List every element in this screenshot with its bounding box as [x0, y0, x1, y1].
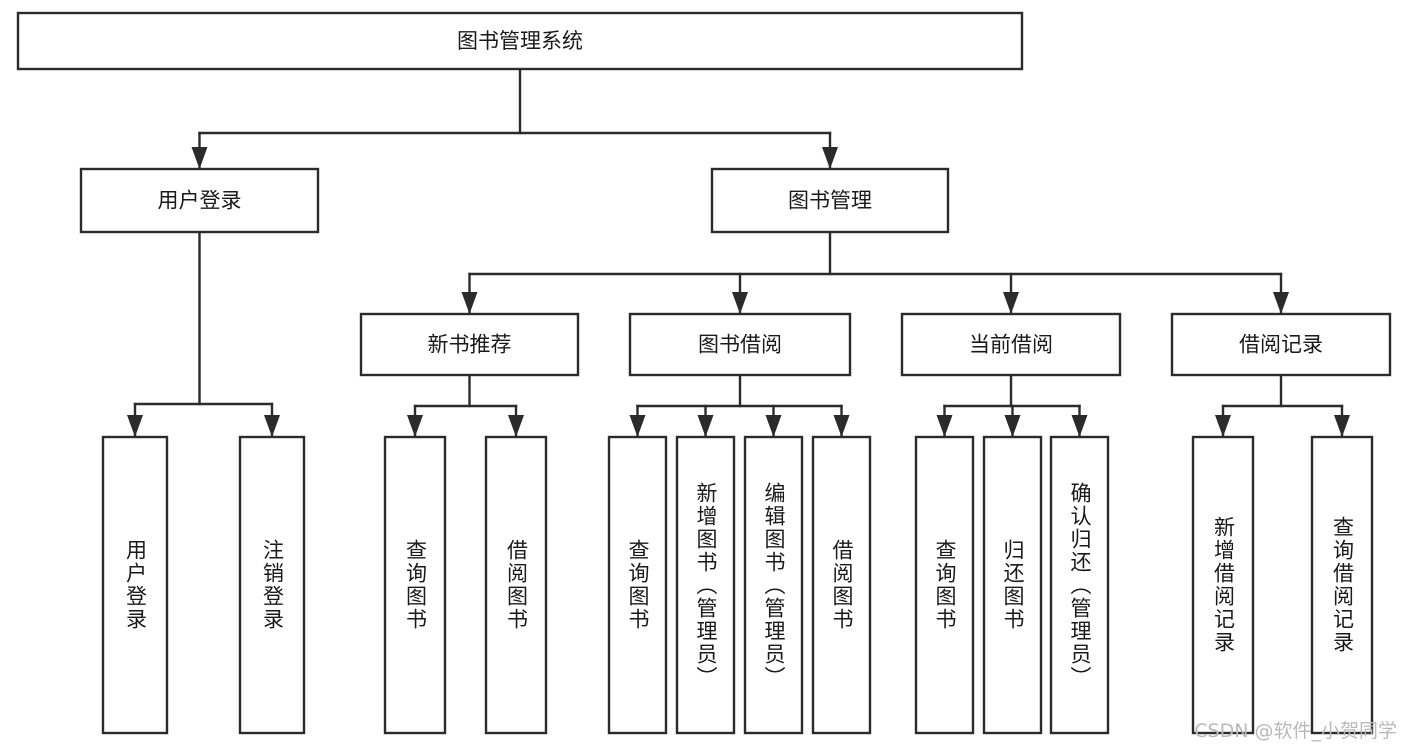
node-box-new-book-recommend[interactable] [359, 312, 580, 377]
arrow-head-leaf-query-book-recommend [407, 415, 423, 437]
arrow-head-leaf-return-book [1004, 415, 1021, 437]
arrow-head-leaf-logout-login [264, 415, 280, 437]
node-label-new-book-recommend: 新书推荐 [428, 333, 512, 357]
leaf-box-leaf-query-book-recommend[interactable] [383, 435, 447, 735]
boxes-layer [16, 11, 1392, 735]
node-label-root: 图书管理系统 [457, 29, 583, 53]
leaf-box-leaf-query-book-borrow[interactable] [607, 435, 668, 735]
arrow-head-current-borrow [1003, 292, 1019, 314]
leaf-box-leaf-user-login[interactable] [101, 435, 169, 735]
arrow-head-book-management [822, 147, 838, 169]
node-label-borrow-records: 借阅记录 [1239, 333, 1323, 357]
leaf-box-leaf-borrow-book[interactable] [811, 435, 872, 735]
node-label-current-borrow: 当前借阅 [969, 333, 1053, 357]
arrow-head-leaf-query-book-current [936, 415, 953, 437]
node-box-borrow-records[interactable] [1170, 312, 1392, 377]
node-box-book-management[interactable] [710, 167, 950, 234]
leaf-box-leaf-query-book-current[interactable] [914, 435, 975, 735]
arrow-head-leaf-borrow-book-recommend [508, 415, 524, 437]
arrow-head-book-borrow [732, 292, 748, 314]
arrow-head-new-book-recommend [461, 292, 478, 314]
leaf-box-leaf-query-borrow-record[interactable] [1310, 435, 1374, 735]
leaf-box-leaf-borrow-book-recommend[interactable] [484, 435, 548, 735]
node-label-user-login: 用户登录 [158, 189, 242, 213]
node-box-current-borrow[interactable] [900, 312, 1122, 377]
node-box-book-borrow[interactable] [628, 312, 852, 377]
leaf-box-leaf-logout-login[interactable] [238, 435, 306, 735]
arrow-head-leaf-confirm-return-admin [1071, 415, 1088, 437]
leaf-box-leaf-edit-book-admin[interactable] [743, 435, 804, 735]
node-box-user-login[interactable] [79, 167, 320, 234]
node-label-book-borrow: 图书借阅 [698, 333, 782, 357]
arrow-head-leaf-query-borrow-record [1334, 415, 1350, 437]
arrow-head-leaf-add-book-admin [697, 415, 714, 437]
leaf-box-leaf-confirm-return-admin[interactable] [1049, 435, 1110, 735]
connectors-layer [127, 67, 1350, 439]
leaf-box-leaf-add-borrow-record[interactable] [1191, 435, 1255, 735]
arrow-head-leaf-edit-book-admin [765, 415, 782, 437]
arrow-head-borrow-records [1273, 292, 1289, 314]
arrow-head-leaf-borrow-book [833, 415, 850, 437]
leaf-box-leaf-return-book[interactable] [982, 435, 1043, 735]
arrow-head-leaf-user-login [127, 415, 143, 437]
watermark-text: CSDN @软件_小贺同学 [1194, 720, 1397, 742]
node-box-root[interactable] [16, 11, 1024, 71]
arrow-head-leaf-add-borrow-record [1215, 415, 1231, 437]
arrow-head-leaf-query-book-borrow [629, 415, 646, 437]
node-label-book-management: 图书管理 [788, 189, 872, 213]
arrow-head-user-login [191, 147, 208, 169]
leaf-box-leaf-add-book-admin[interactable] [675, 435, 736, 735]
